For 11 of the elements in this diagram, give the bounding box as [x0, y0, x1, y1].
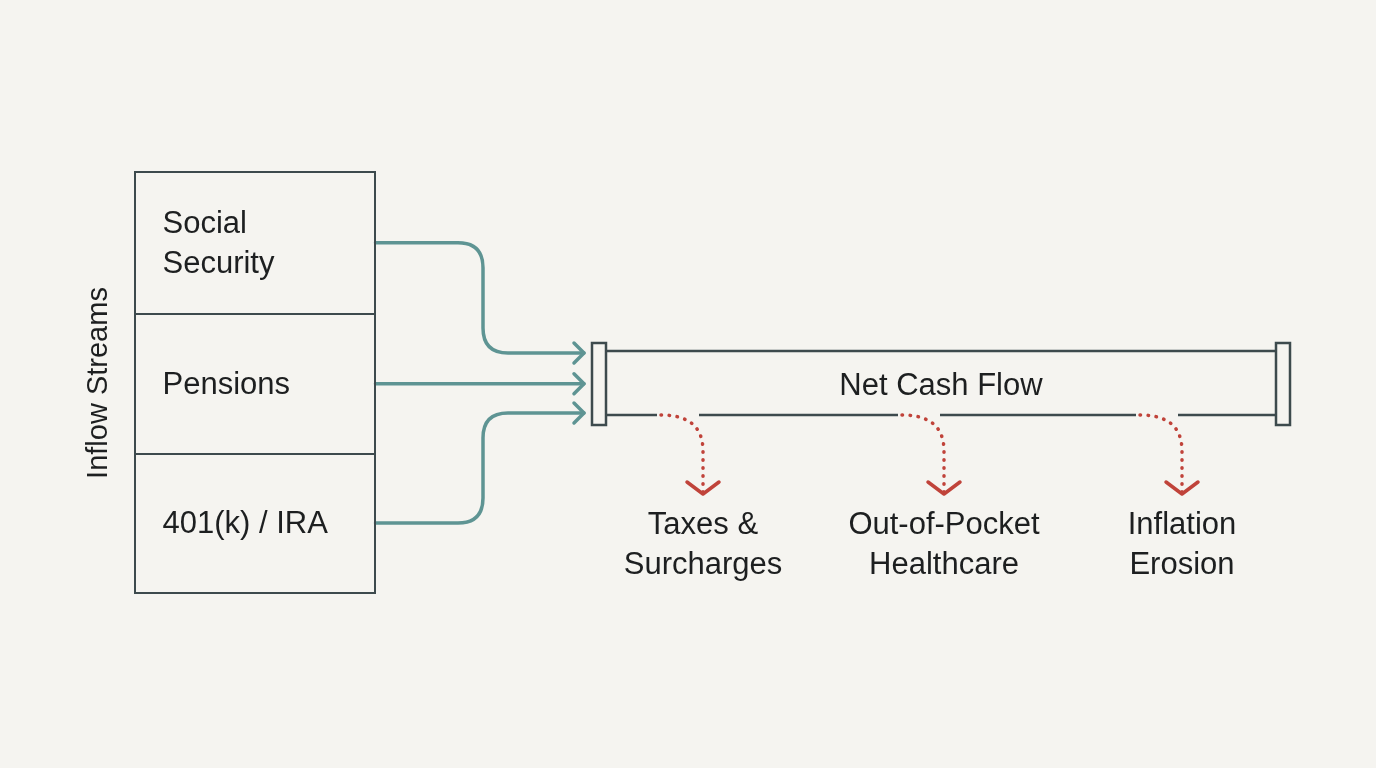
arrow [373, 401, 586, 525]
dotted-arrow [659, 413, 721, 496]
vertical-heading: Inflow Streams [79, 286, 114, 479]
outflow-label: Inflation Erosion [1087, 504, 1277, 588]
outflow-label: Out-of-Pocket Healthcare [814, 504, 1074, 588]
dotted-arrow [1138, 413, 1200, 496]
pipe-label: Net Cash Flow [839, 366, 1043, 404]
outflow-label: Taxes & Surcharges [598, 504, 808, 588]
dotted-arrow [900, 413, 962, 496]
arrow [373, 241, 586, 365]
arrow [373, 372, 586, 396]
